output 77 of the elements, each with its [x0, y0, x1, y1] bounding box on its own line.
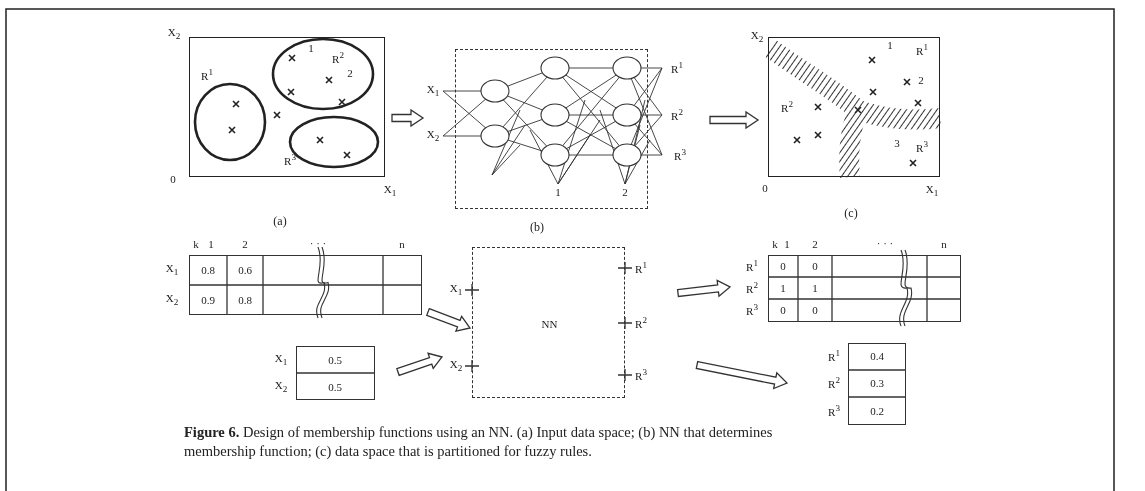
axis-label: 0: [170, 173, 176, 185]
hollow-arrow: [676, 279, 732, 298]
axis-label: X$_{2}$: [165, 292, 179, 308]
network-box: [472, 247, 625, 398]
table-value: 1: [812, 282, 818, 294]
axis-label: X$_{1}$: [165, 262, 179, 278]
axis-label: R$^{3}$: [635, 368, 647, 382]
axis-label: X$_{2}$: [426, 128, 440, 144]
axis-label: R$^{1}$: [635, 261, 647, 275]
table-value: 0: [780, 260, 786, 272]
data-table: [848, 343, 906, 425]
axis-label: 1: [208, 238, 214, 250]
axis-label: n: [399, 238, 405, 250]
axis-label: 2: [347, 67, 353, 79]
axis-label: R$^{3}$: [674, 148, 686, 162]
hollow-arrow: [425, 307, 472, 333]
axis-label: R$^{2}$: [332, 51, 344, 65]
node-label: NN: [541, 317, 558, 330]
axis-label: 3: [894, 137, 900, 149]
table-value: 0: [812, 304, 818, 316]
panel-label: (a): [273, 214, 287, 229]
table-value: 0.5: [328, 354, 342, 366]
hollow-arrow: [396, 352, 444, 377]
table-value: 0.8: [201, 264, 215, 276]
figure-caption: Figure 6. Design of membership functions using an NN. (a) Input data space; (b) NN that determines membership function; (c) data space that is partitioned for fuzzy rules.: [184, 423, 774, 461]
hollow-arrow: [709, 110, 760, 130]
axis-label: R$^{2}$: [781, 100, 793, 114]
axis-label: R$^{3}$: [916, 140, 928, 154]
axis-label: k: [193, 238, 199, 250]
table-value: 0.4: [870, 350, 884, 362]
axis-label: 1: [555, 186, 561, 198]
axis-label: X$_{1}$: [449, 282, 463, 298]
axis-label: X$_{2}$: [449, 358, 463, 374]
axis-label: k: [772, 238, 778, 250]
axis-label: X$_{2}$: [274, 379, 288, 395]
axis-label: n: [941, 238, 947, 250]
data-table: [189, 255, 422, 315]
axis-label: 1: [784, 238, 790, 250]
axis-label: · · ·: [309, 237, 327, 249]
axis-label: 2: [242, 238, 248, 250]
axis-label: R$^{3}$: [746, 303, 758, 317]
axis-label: R$^{1}$: [916, 43, 928, 57]
axis-label: R$^{1}$: [201, 68, 213, 82]
data-table: [296, 346, 375, 400]
table-value: 0.9: [201, 294, 215, 306]
panel-label: (c): [844, 206, 858, 221]
table-value: 0: [780, 304, 786, 316]
axis-label: 2: [622, 186, 628, 198]
axis-label: R$^{1}$: [746, 259, 758, 273]
axis-label: R$^{1}$: [671, 61, 683, 75]
axis-label: R$^{2}$: [746, 281, 758, 295]
axis-label: X$_{2}$: [167, 26, 181, 42]
axis-label: 2: [918, 74, 924, 86]
table-value: 0: [812, 260, 818, 272]
axis-label: X$_{2}$: [750, 29, 764, 45]
table-value: 0.5: [328, 381, 342, 393]
axis-label: X$_{1}$: [426, 83, 440, 99]
axis-label: X$_{1}$: [925, 183, 939, 199]
axis-label: X$_{1}$: [274, 352, 288, 368]
table-value: 0.2: [870, 405, 884, 417]
axis-label: 1: [308, 42, 314, 54]
axis-label: 0: [762, 182, 768, 194]
table-value: 0.6: [238, 264, 252, 276]
axis-label: 1: [887, 39, 893, 51]
panel-label: (b): [530, 220, 544, 235]
data-table: [768, 255, 961, 322]
hollow-arrow: [391, 108, 425, 128]
axis-label: R$^{2}$: [671, 108, 683, 122]
table-value: 0.3: [870, 377, 884, 389]
table-value: 0.8: [238, 294, 252, 306]
axis-label: · · ·: [876, 237, 894, 249]
axis-label: R$^{3}$: [284, 153, 296, 167]
table-value: 1: [780, 282, 786, 294]
axis-label: X$_{1}$: [383, 183, 397, 199]
axis-label: 2: [812, 238, 818, 250]
axis-label: R$^{2}$: [635, 316, 647, 330]
hollow-arrow: [695, 360, 789, 390]
